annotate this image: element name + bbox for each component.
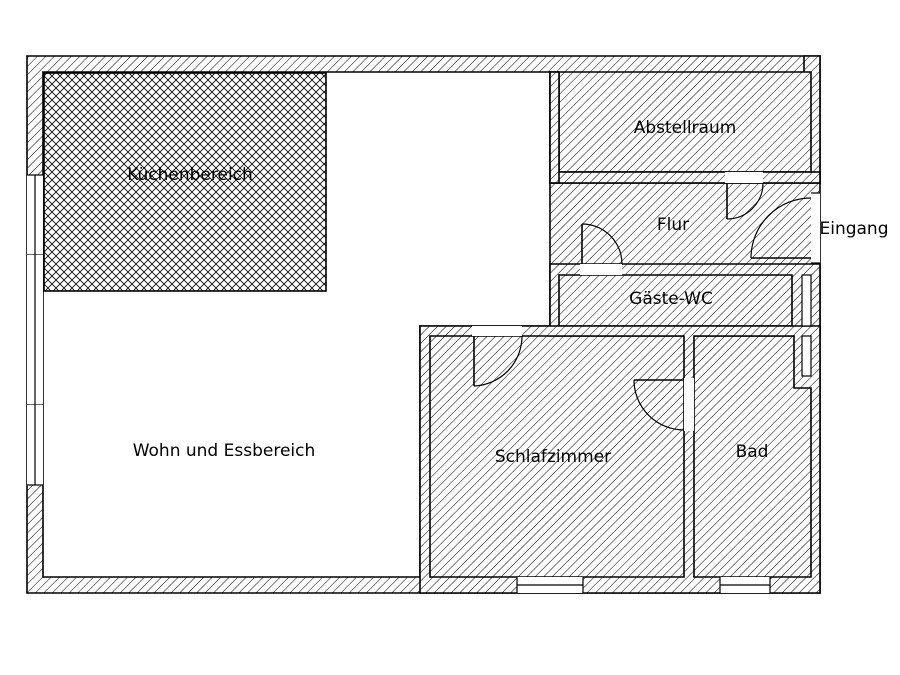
bedroom-label: Schlafzimmer [495, 447, 611, 467]
kitchen-area [43, 72, 327, 292]
bath-label: Bad [736, 442, 769, 462]
living-label: Wohn und Essbereich [133, 441, 316, 461]
kitchen-label: Küchenbereich [127, 165, 253, 185]
entrance-label: Eingang [819, 219, 888, 239]
interior-walls [419, 71, 821, 594]
storage-label: Abstellraum [634, 118, 737, 138]
openings [27, 172, 820, 593]
guest-wc-label: Gäste-WC [629, 289, 713, 309]
door-swings [473, 182, 812, 431]
hallway-label: Flur [657, 215, 689, 235]
